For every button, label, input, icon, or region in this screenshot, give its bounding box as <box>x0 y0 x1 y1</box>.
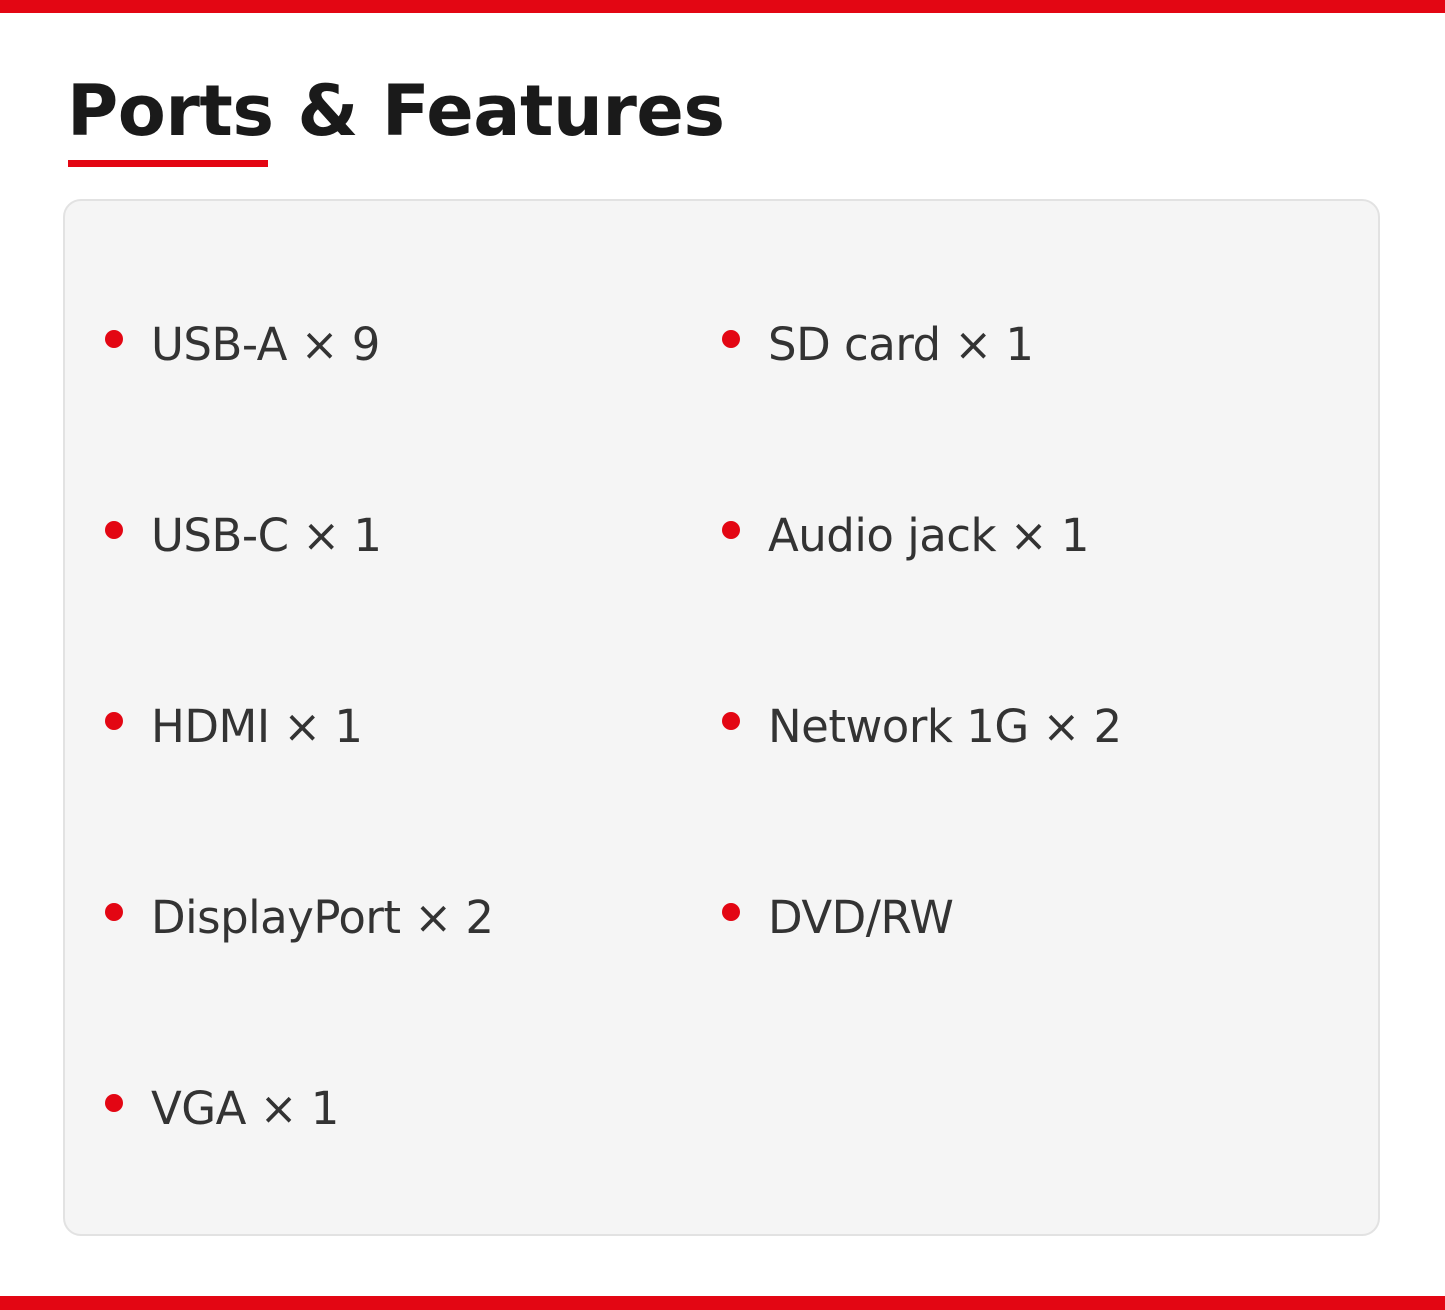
feature-label: HDMI × 1 <box>151 700 363 753</box>
bullet-dot-icon <box>722 903 740 921</box>
page-title: Ports & Features <box>67 70 725 152</box>
top-accent-bar <box>0 0 1445 13</box>
feature-label: USB-A × 9 <box>151 318 380 371</box>
bullet-dot-icon <box>105 521 123 539</box>
bullet-dot-icon <box>105 330 123 348</box>
feature-label: Audio jack × 1 <box>768 509 1090 562</box>
bullet-dot-icon <box>105 712 123 730</box>
feature-label: SD card × 1 <box>768 318 1034 371</box>
bullet-dot-icon <box>722 521 740 539</box>
feature-label: Network 1G × 2 <box>768 700 1122 753</box>
bullet-dot-icon <box>105 1094 123 1112</box>
features-panel: USB-A × 9 USB-C × 1 HDMI × 1 DisplayPort… <box>63 199 1380 1236</box>
bullet-dot-icon <box>722 712 740 730</box>
feature-label: DisplayPort × 2 <box>151 891 494 944</box>
title-underline <box>68 160 268 167</box>
bottom-accent-bar <box>0 1296 1445 1310</box>
feature-label: DVD/RW <box>768 891 954 944</box>
bullet-dot-icon <box>105 903 123 921</box>
feature-label: USB-C × 1 <box>151 509 382 562</box>
feature-label: VGA × 1 <box>151 1082 339 1135</box>
bullet-dot-icon <box>722 330 740 348</box>
